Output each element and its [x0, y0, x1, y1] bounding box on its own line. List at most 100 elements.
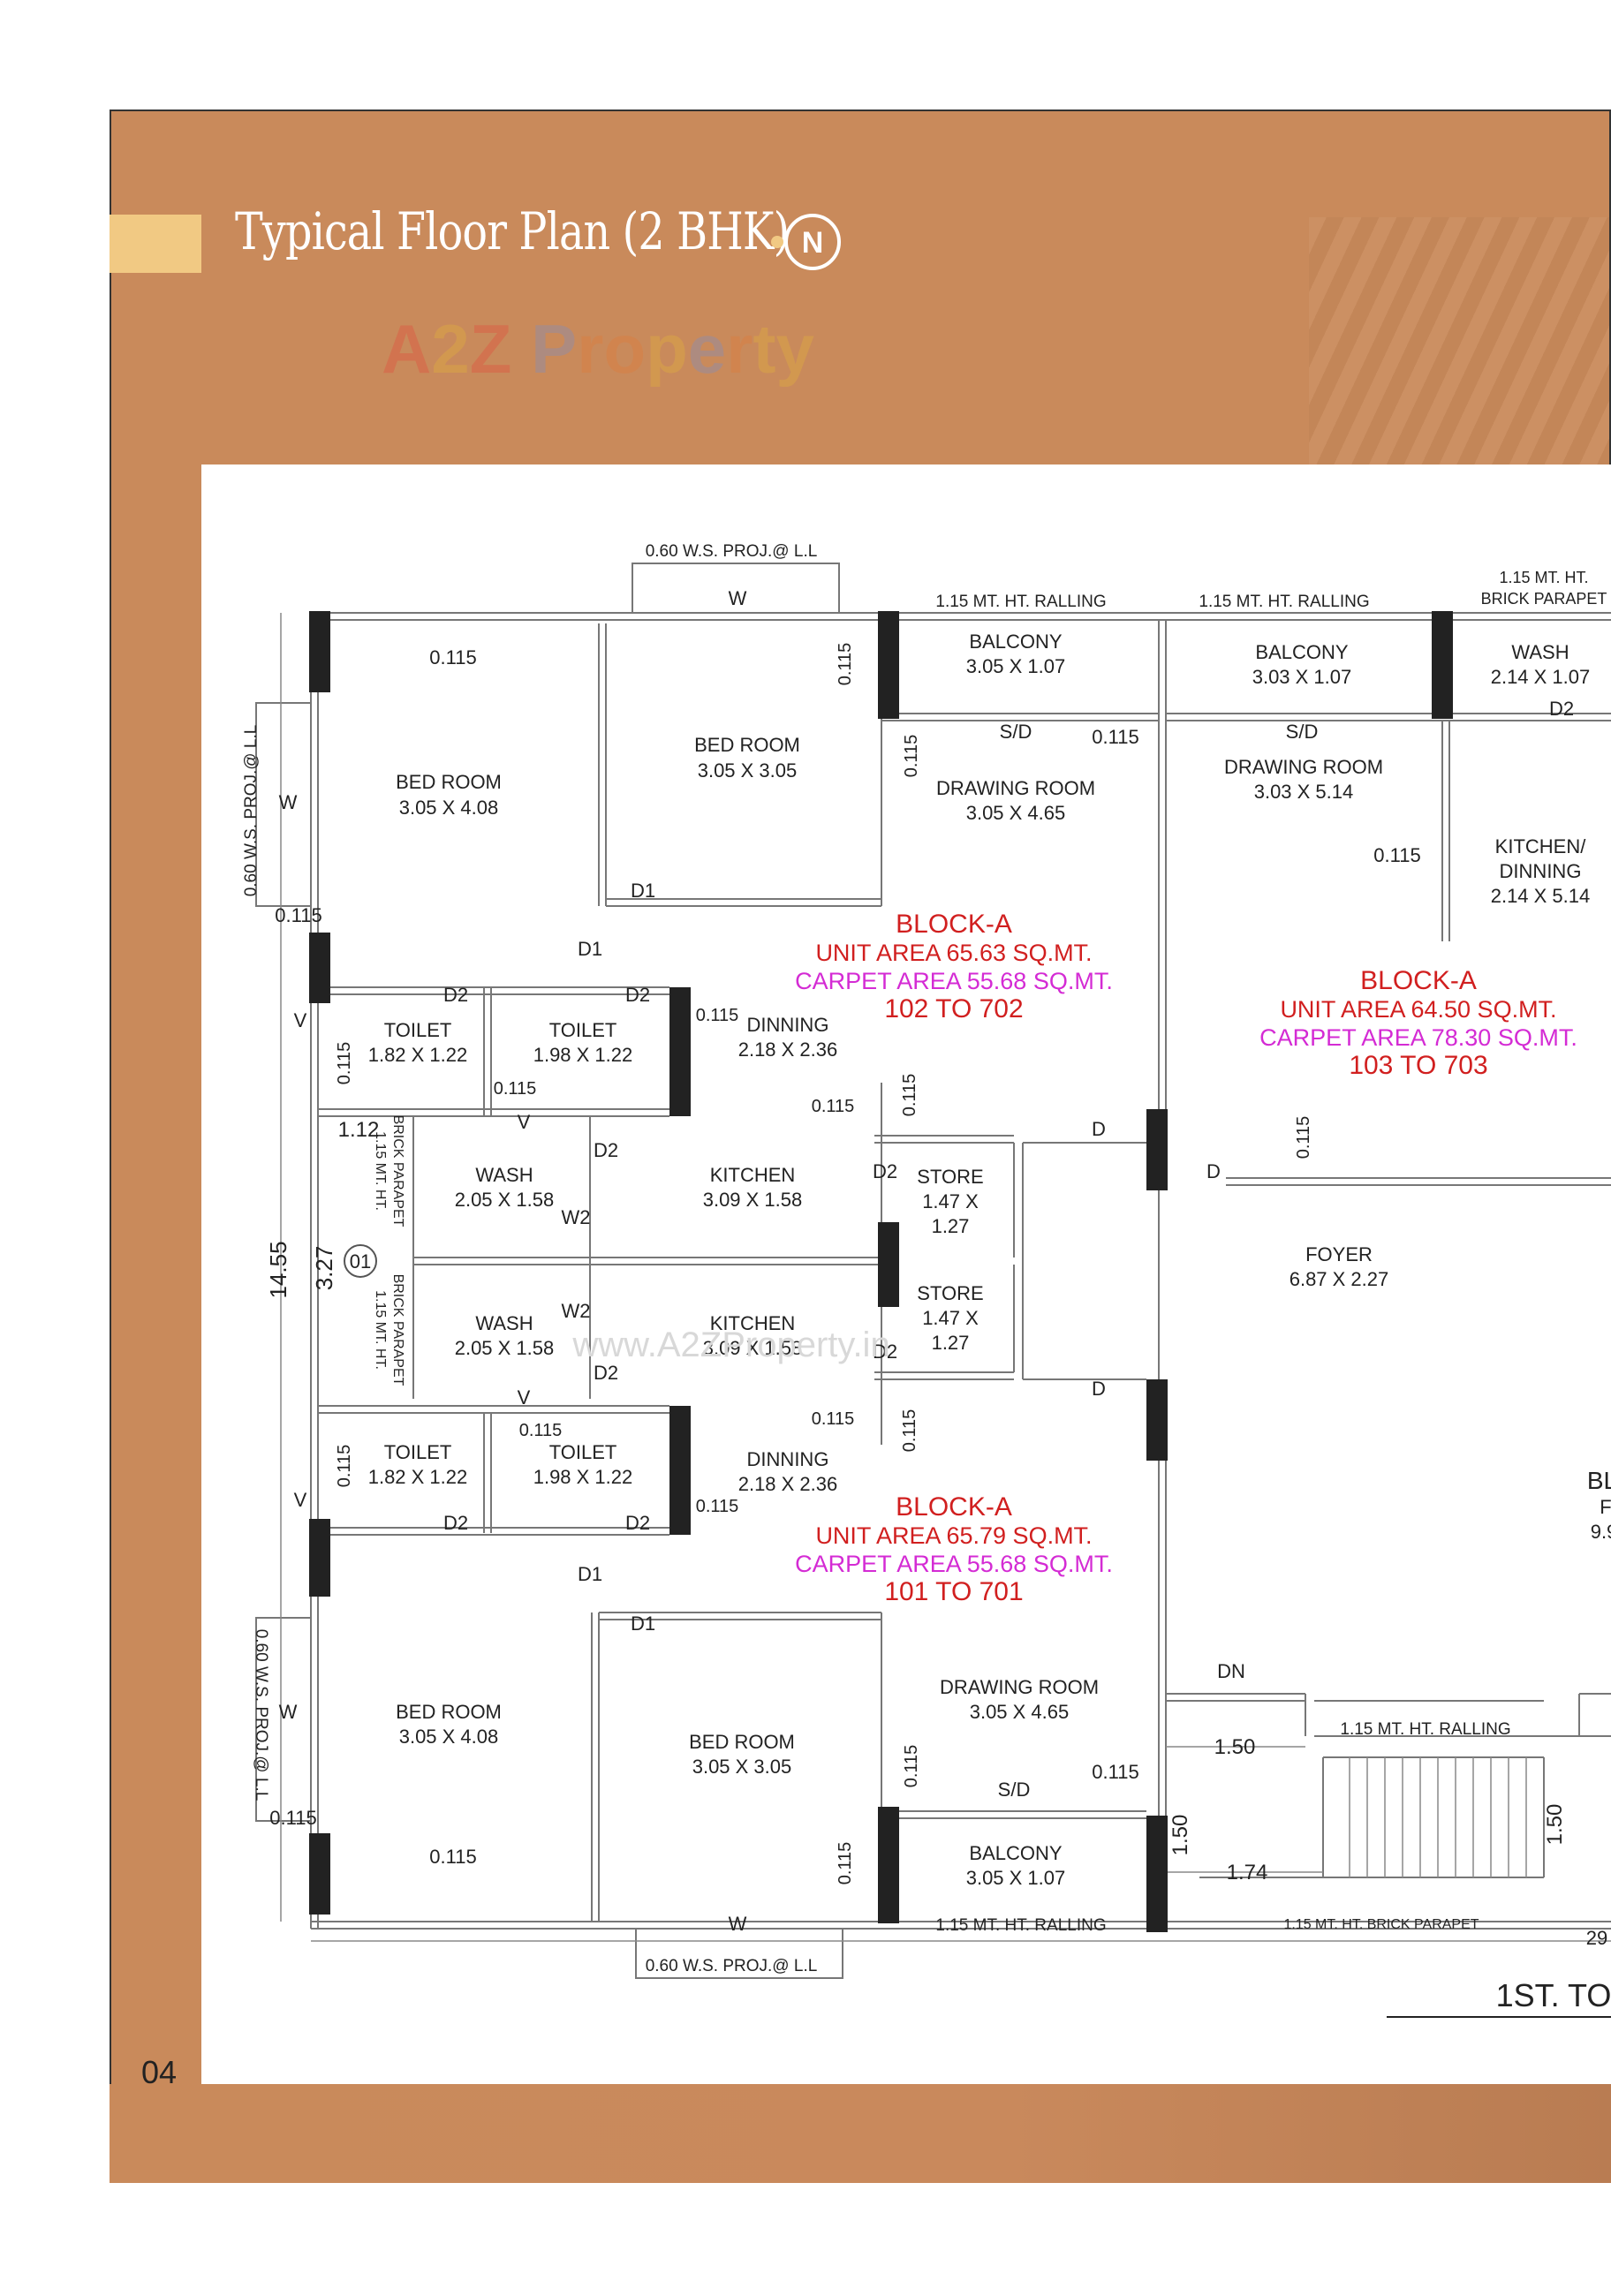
- sd-lo: S/D: [998, 1779, 1031, 1801]
- store-lo-dim2: 1.27: [932, 1332, 970, 1354]
- cut-block-3: 9.9: [1591, 1521, 1611, 1543]
- stair-dim-a-v: 1.50: [1169, 1815, 1192, 1856]
- bed1-up-name: BED ROOM: [396, 771, 502, 793]
- bed2-up-dim: 3.05 X 3.05: [698, 759, 798, 782]
- wall-dim-dinning-up: 0.115: [696, 1006, 739, 1025]
- toilet1-up-name: TOILET: [384, 1019, 452, 1041]
- vent-lo: V: [518, 1386, 531, 1409]
- block-lo-carpet: CARPET AREA 55.68 SQ.MT.: [795, 1551, 1113, 1577]
- block-lo-unit: UNIT AREA 65.79 SQ.MT.: [815, 1522, 1092, 1549]
- store-up-name: STORE: [917, 1166, 983, 1188]
- window-left-up: W: [279, 791, 298, 813]
- block-up-units: 102 TO 702: [884, 994, 1023, 1023]
- door-r: D: [1206, 1160, 1221, 1182]
- d2-r: D2: [1549, 698, 1574, 720]
- wall-dim-toilet-l: 0.115: [335, 1042, 354, 1085]
- d2-up-1: D2: [443, 984, 468, 1006]
- drawing-r-name: DRAWING ROOM: [1224, 756, 1383, 778]
- kitchen-r-name1: KITCHEN/: [1495, 835, 1587, 857]
- kitchen-up-name: KITCHEN: [710, 1164, 796, 1186]
- wash-up-dim: 2.05 X 1.58: [455, 1189, 555, 1211]
- wash-lo-name: WASH: [475, 1312, 533, 1334]
- wash-r-name: WASH: [1511, 641, 1569, 663]
- wall-dim-foyer: 0.115: [1294, 1116, 1313, 1159]
- d2-lo-2: D2: [625, 1512, 650, 1534]
- kitchen-r-dim: 2.14 X 5.14: [1491, 885, 1591, 907]
- overall-dim: 14.55: [265, 1241, 291, 1298]
- wall-dim-drawing-up: 0.115: [902, 735, 921, 778]
- wall-dim-kitchen-up: 0.115: [900, 1074, 919, 1117]
- bed1-lo-name: BED ROOM: [396, 1701, 502, 1723]
- ws-proj-left-lo: 0.60 W.S. PROJ.@ L.L: [252, 1629, 270, 1801]
- balcony-up-name: BALCONY: [969, 631, 1062, 653]
- vent-lo-l: V: [294, 1489, 307, 1511]
- toilet2-lo-name: TOILET: [549, 1441, 617, 1463]
- shaft-height: 3.27: [311, 1246, 337, 1291]
- dinning-lo-dim: 2.18 X 2.36: [738, 1473, 838, 1495]
- foyer-name: FOYER: [1305, 1243, 1373, 1265]
- toilet2-up-dim: 1.98 X 1.22: [533, 1044, 633, 1066]
- wash-lo-dim: 2.05 X 1.58: [455, 1337, 555, 1359]
- toilet2-lo-dim: 1.98 X 1.22: [533, 1466, 633, 1488]
- d2-lo-1: D2: [443, 1512, 468, 1534]
- balcony-lo-name: BALCONY: [969, 1842, 1062, 1864]
- wall-dim-bed2-lo: 0.115: [836, 1842, 855, 1885]
- cut-dim-right: 29: [1586, 1927, 1607, 1949]
- parapet-top-2: BRICK PARAPET: [1481, 590, 1607, 608]
- wall-dim-r: 0.115: [1373, 844, 1420, 866]
- title-accent-bar: [110, 215, 201, 273]
- d2-up-2: D2: [625, 984, 650, 1006]
- drawing-r-dim: 3.03 X 5.14: [1254, 781, 1354, 803]
- d2-wash-lo: D2: [594, 1362, 618, 1384]
- wall-dim-dinning-lo: 0.115: [696, 1497, 739, 1516]
- page-title: Typical Floor Plan (2 BHK): [235, 201, 790, 261]
- brand-watermark: A2Z Property: [382, 310, 814, 388]
- wall-dim-kitchen-lo: 0.115: [900, 1409, 919, 1453]
- door-foyer-lo: D: [1092, 1378, 1106, 1400]
- web-watermark: www.A2ZProperty.in: [571, 1325, 889, 1364]
- wall-dim: 0.115: [429, 646, 476, 668]
- kitchen-r-name2: DINNING: [1500, 860, 1582, 882]
- vent-up: V: [518, 1111, 531, 1133]
- wall-dim-toilet-lo-l: 0.115: [335, 1445, 354, 1488]
- kitchen-lo-name: KITCHEN: [710, 1312, 796, 1334]
- cut-block-1: BL: [1587, 1467, 1611, 1494]
- d1-lo: D1: [578, 1563, 602, 1585]
- shaft-width: 1.12: [338, 1118, 380, 1142]
- parapet-top-1: 1.15 MT. HT.: [1499, 569, 1588, 586]
- stairs-dn: DN: [1217, 1660, 1245, 1682]
- store-lo-dim1: 1.47 X: [922, 1307, 979, 1329]
- d1-lo-2: D1: [631, 1612, 655, 1635]
- kitchen-up-dim: 3.09 X 1.58: [703, 1189, 803, 1211]
- d1-up-2: D1: [578, 938, 602, 960]
- d1-up: D1: [631, 880, 655, 902]
- north-arrow-icon: N: [771, 214, 841, 270]
- foyer-dim: 6.87 X 2.27: [1290, 1268, 1389, 1290]
- d2-store-lo: D2: [873, 1341, 897, 1363]
- w2-up: W2: [562, 1206, 591, 1228]
- balcony-r-name: BALCONY: [1255, 641, 1348, 663]
- d2-wash-up: D2: [594, 1139, 618, 1161]
- window-left-lo: W: [279, 1701, 298, 1723]
- balcony-up-dim: 3.05 X 1.07: [966, 655, 1066, 677]
- door-foyer-up: D: [1092, 1118, 1106, 1140]
- w2-lo: W2: [562, 1300, 591, 1322]
- floor-plan-drawing: 0.60 W.S. PROJ.@ L.L W 1.15 MT. HT. RALL…: [242, 542, 1611, 2018]
- toilet2-up-name: TOILET: [549, 1019, 617, 1041]
- block-r-name: BLOCK-A: [1360, 966, 1477, 995]
- wall-dim-left-lo: 0.115: [269, 1807, 316, 1829]
- wash-up-name: WASH: [475, 1164, 533, 1186]
- parapet-shaft-lo-1: 1.15 MT. HT.: [373, 1290, 388, 1370]
- block-lo-name: BLOCK-A: [896, 1492, 1012, 1522]
- stair-dim-a: 1.50: [1214, 1735, 1256, 1759]
- bed1-up-dim: 3.05 X 4.08: [399, 797, 499, 819]
- drawing-lo-name: DRAWING ROOM: [940, 1676, 1099, 1698]
- block-lo-units: 101 TO 701: [884, 1577, 1023, 1606]
- wall-dim-store-lo: 0.115: [812, 1409, 855, 1429]
- ralling-top-2: 1.15 MT. HT. RALLING: [1199, 593, 1369, 611]
- north-label: N: [802, 226, 824, 260]
- sd-up: S/D: [1000, 721, 1032, 743]
- wall-dim-toilet-lo: 0.115: [519, 1421, 563, 1440]
- ralling-top-1: 1.15 MT. HT. RALLING: [935, 593, 1106, 611]
- wall-dim-bed-lo: 0.115: [429, 1846, 476, 1868]
